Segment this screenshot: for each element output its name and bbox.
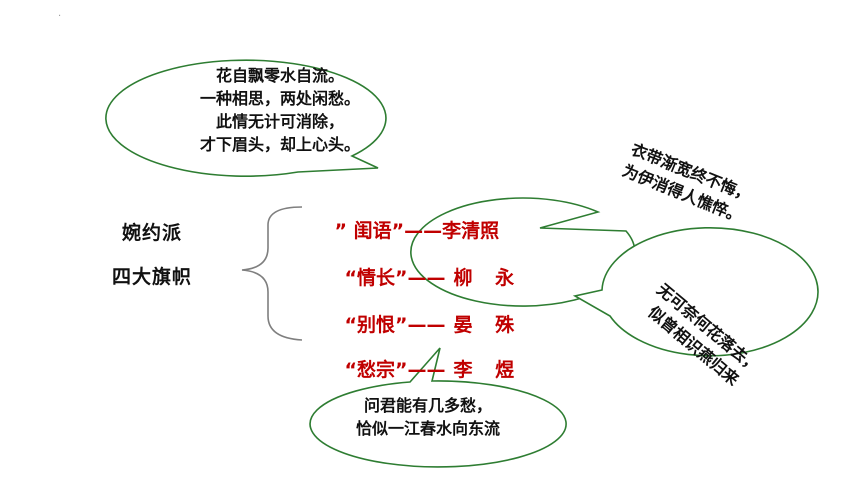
- poet-title: “愁宗”: [344, 359, 408, 381]
- poet-title: “情长”: [344, 267, 408, 289]
- bubble-line: 恰似一江春水向东流: [355, 419, 500, 438]
- poet-row: ” 闺语”——李清照: [308, 194, 499, 265]
- poet-row: “别恨”—— 晏 殊: [318, 288, 522, 359]
- page-mark: .: [58, 8, 63, 19]
- school-label-line-2: 四大旗帜: [112, 266, 193, 288]
- bubble-bottom-text: 问君能有几多愁， 恰似一江春水向东流: [318, 394, 538, 440]
- poet-name: 柳 永: [453, 267, 523, 289]
- poet-dash: ——: [407, 267, 446, 289]
- poet-dash: ——: [404, 220, 443, 242]
- speech-bubble-right-lower: [572, 227, 819, 357]
- poet-name: 晏 殊: [453, 314, 523, 336]
- bubble-top-text: 花自飘零水自流。 一种相思，两处闲愁。 此情无计可消除， 才下眉头，却上心头。: [165, 64, 395, 156]
- poet-name: 李清照: [442, 220, 500, 242]
- bubble-line: 一种相思，两处闲愁。: [199, 89, 360, 108]
- brace: [241, 206, 303, 341]
- bubble-line: 才下眉头，却上心头。: [199, 135, 360, 154]
- poet-name: 李 煜: [453, 359, 523, 381]
- poet-title: “别恨”: [344, 314, 408, 336]
- speech-bubble-top: [105, 59, 387, 177]
- poet-row: “愁宗”—— 李 煜: [318, 333, 522, 404]
- poet-dash: ——: [407, 314, 446, 336]
- school-label-line-1: 婉约派: [122, 222, 183, 244]
- bubble-line: 花自飘零水自流。: [215, 66, 344, 85]
- bubble-line: 问君能有几多愁，: [363, 396, 492, 415]
- poet-title: ” 闺语”: [334, 220, 405, 242]
- speech-bubble-bottom: [309, 347, 567, 468]
- bubble-line: 此情无计可消除，: [215, 112, 344, 131]
- poet-dash: ——: [407, 359, 446, 381]
- poet-row: “情长”—— 柳 永: [318, 241, 522, 312]
